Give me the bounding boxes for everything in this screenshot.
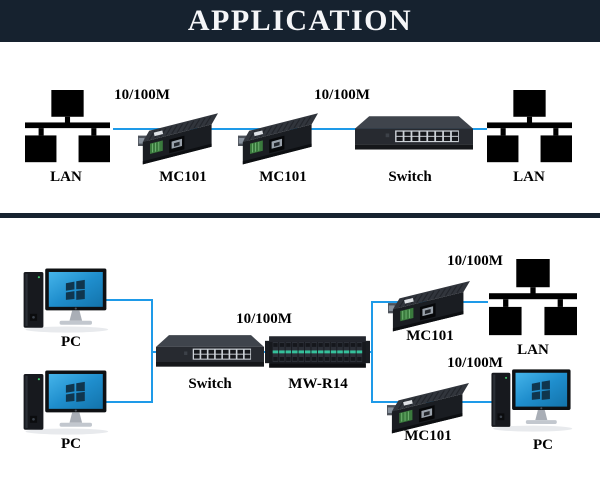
pc-icon <box>488 366 574 432</box>
connection-line <box>371 301 373 403</box>
connection-line <box>104 401 153 403</box>
node-label-pc: PC <box>533 437 553 453</box>
media-converter-icon <box>238 102 318 166</box>
media-converter-icon <box>388 270 470 333</box>
node-label-mc101: MC101 <box>404 428 452 444</box>
node-label-pc: PC <box>61 436 81 452</box>
switch-icon <box>156 334 264 369</box>
section-divider <box>0 213 600 218</box>
lan-icon <box>489 259 577 336</box>
rack-chassis-icon <box>265 333 370 371</box>
media-converter-icon <box>387 372 469 435</box>
lan-icon <box>487 90 572 163</box>
pc-icon <box>20 265 110 333</box>
node-label-lan: LAN <box>513 169 545 185</box>
link-speed-label: 10/100M <box>447 355 503 371</box>
page-title: APPLICATION <box>187 4 413 37</box>
node-label-mc101: MC101 <box>159 169 207 185</box>
link-speed-label: 10/100M <box>447 253 503 269</box>
node-label-mc101: MC101 <box>406 328 454 344</box>
node-label-mw-r14: MW-R14 <box>288 376 348 392</box>
node-label-mc101: MC101 <box>259 169 307 185</box>
switch-icon <box>355 115 473 152</box>
node-label-pc: PC <box>61 334 81 350</box>
link-speed-label: 10/100M <box>236 311 292 327</box>
link-speed-label: 10/100M <box>314 87 370 103</box>
media-converter-icon <box>138 102 218 166</box>
node-label-lan: LAN <box>517 342 549 358</box>
node-label-lan: LAN <box>50 169 82 185</box>
node-label-switch: Switch <box>388 169 432 185</box>
header-bar: APPLICATION <box>0 0 600 42</box>
pc-icon <box>20 367 110 435</box>
connection-line <box>104 299 153 301</box>
node-label-switch: Switch <box>188 376 232 392</box>
link-speed-label: 10/100M <box>114 87 170 103</box>
